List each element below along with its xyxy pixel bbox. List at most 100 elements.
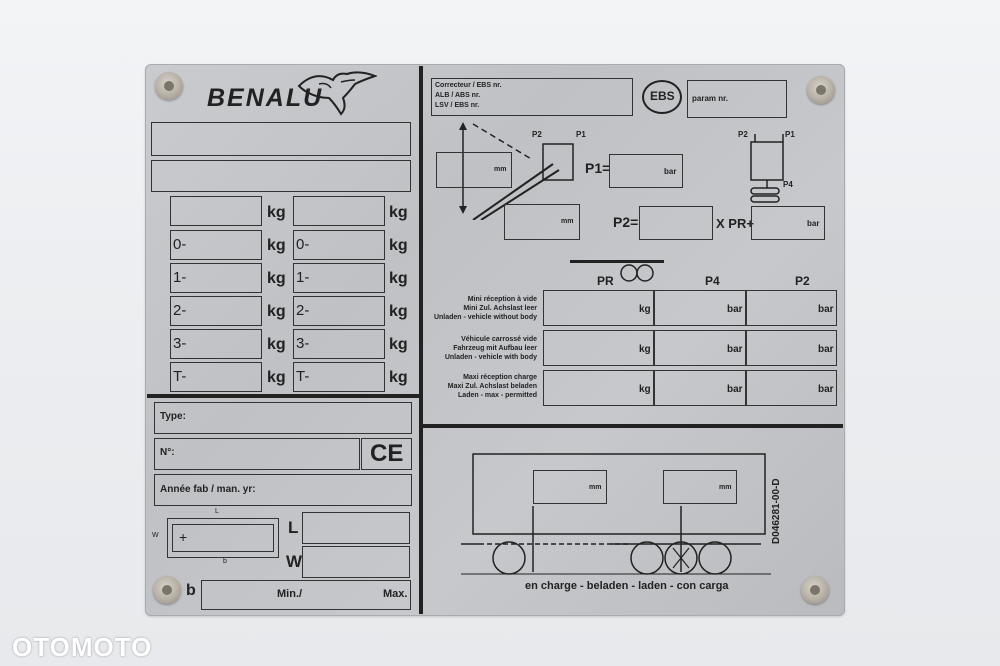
kg-unit: kg — [267, 303, 286, 320]
table-header-rule — [570, 260, 664, 263]
weight-left-box-5 — [170, 362, 262, 392]
row1-label-en: Unladen - vehicle without body — [433, 314, 537, 321]
ce-mark: CE — [370, 440, 404, 467]
mm-unit: mm — [589, 484, 602, 491]
kg-unit: kg — [267, 204, 286, 221]
bar-unit: bar — [807, 219, 820, 228]
p1-equals-label: P1= — [585, 160, 611, 176]
max-label: Max. — [383, 588, 408, 600]
dim-l-label: L — [215, 508, 219, 515]
row2-p2-cell — [745, 330, 837, 366]
weight-left-box-4 — [170, 329, 262, 359]
row1-p4-cell — [653, 290, 747, 326]
bar-unit: bar — [818, 304, 834, 315]
dimension-outer-box — [167, 518, 279, 558]
right-horizontal-divider — [423, 424, 843, 428]
kg-unit: kg — [389, 270, 408, 287]
rivet-bottom-left — [153, 576, 181, 604]
weight-left-box-0 — [170, 196, 262, 226]
vin-box — [151, 122, 411, 156]
left-horizontal-divider — [147, 394, 419, 398]
kg-unit: kg — [389, 303, 408, 320]
pr-value-box — [751, 206, 825, 240]
mm-unit: mm — [719, 484, 732, 491]
type-label: Type: — [160, 411, 186, 422]
row3-label-en: Laden - max - permitted — [458, 392, 537, 399]
kg-unit: kg — [389, 204, 408, 221]
width-label: W — [286, 552, 303, 571]
otomoto-watermark: OTOMOTO — [12, 632, 153, 662]
valve-p2-label: P2 — [738, 130, 748, 139]
row1-p2-cell — [745, 290, 837, 326]
weight-left-box-2 — [170, 263, 262, 293]
header-p2: P2 — [795, 274, 810, 288]
rivet-top-right — [807, 76, 835, 104]
year-field — [154, 474, 412, 506]
row2-label-fr: Véhicule carrossé vide — [461, 336, 537, 343]
diagram-p2-label: P2 — [532, 130, 542, 139]
bird-logo-icon — [297, 71, 377, 116]
kg-unit: kg — [267, 369, 286, 386]
dimension-inner-box — [172, 524, 274, 552]
valve-p4-label: P4 — [783, 180, 793, 189]
length-label: L — [288, 518, 299, 537]
row1-label-de: Mini Zul. Achslast leer — [463, 305, 537, 312]
ebs-logo: EBS — [642, 80, 682, 114]
ce-box — [361, 438, 412, 470]
serial-number: D046281-00-D — [771, 478, 782, 544]
kg-unit: kg — [267, 237, 286, 254]
ebs-logo-text: EBS — [650, 89, 675, 103]
mm-unit: mm — [494, 166, 507, 173]
header-pr: PR — [597, 274, 614, 288]
bar-unit: bar — [727, 384, 743, 395]
valve-diagram — [750, 134, 784, 203]
number-field — [154, 438, 360, 470]
dim-b-small-label: b — [223, 558, 227, 565]
type-field — [154, 402, 412, 434]
year-label: Année fab / man. yr: — [160, 484, 256, 495]
weight-left-box-1 — [170, 230, 262, 260]
min-max-field — [201, 580, 411, 610]
axle-label: 0- — [173, 236, 187, 253]
p1-value-box — [609, 154, 683, 188]
row3-p4-cell — [653, 370, 747, 406]
wheels-icon — [620, 264, 654, 282]
crosshair-icon: + — [179, 529, 188, 545]
front-height-box — [533, 470, 607, 504]
axle-label: 2- — [296, 302, 310, 319]
mm-unit: mm — [561, 218, 574, 225]
trailer-caption: en charge - beladen - laden - con carga — [525, 580, 729, 592]
header-p4: P4 — [705, 274, 720, 288]
row2-p4-cell — [653, 330, 747, 366]
lever-length-box — [436, 152, 512, 188]
corrector-line-1: Correcteur / EBS nr. — [435, 82, 502, 89]
param-label: param nr. — [692, 94, 729, 103]
rivet-top-left — [155, 72, 183, 100]
axle-label: 1- — [173, 269, 187, 286]
weight-right-box-0 — [293, 196, 385, 226]
kg-unit: kg — [267, 336, 286, 353]
length-field — [302, 512, 410, 544]
row3-p2-cell — [745, 370, 837, 406]
kg-unit: kg — [267, 270, 286, 287]
corrector-line-2: ALB / ABS nr. — [435, 92, 481, 99]
axle-label: T- — [173, 368, 187, 385]
row2-label-en: Unladen - vehicle with body — [444, 354, 537, 361]
row3-label-de: Maxi Zul. Achslast beladen — [447, 383, 537, 390]
lever-offset-box — [504, 204, 580, 240]
number-label: N°: — [160, 447, 175, 458]
trailer-diagram — [461, 453, 771, 575]
corrector-line-3: LSV / EBS nr. — [435, 102, 480, 109]
p2-value-box — [639, 206, 713, 240]
row2-label-de: Fahrzeug mit Aufbau leer — [453, 345, 537, 352]
dim-w-label: W — [152, 532, 159, 539]
corrector-box — [431, 78, 633, 116]
kg-unit: kg — [639, 344, 651, 355]
bar-unit: bar — [664, 167, 677, 176]
weight-right-box-3 — [293, 296, 385, 326]
min-label: Min./ — [277, 588, 303, 600]
rivet-bottom-right — [801, 576, 829, 604]
valve-p1-label: P1 — [785, 130, 795, 139]
axle-label: 0- — [296, 236, 310, 253]
row1-label-fr: Mini réception à vide — [467, 296, 537, 303]
